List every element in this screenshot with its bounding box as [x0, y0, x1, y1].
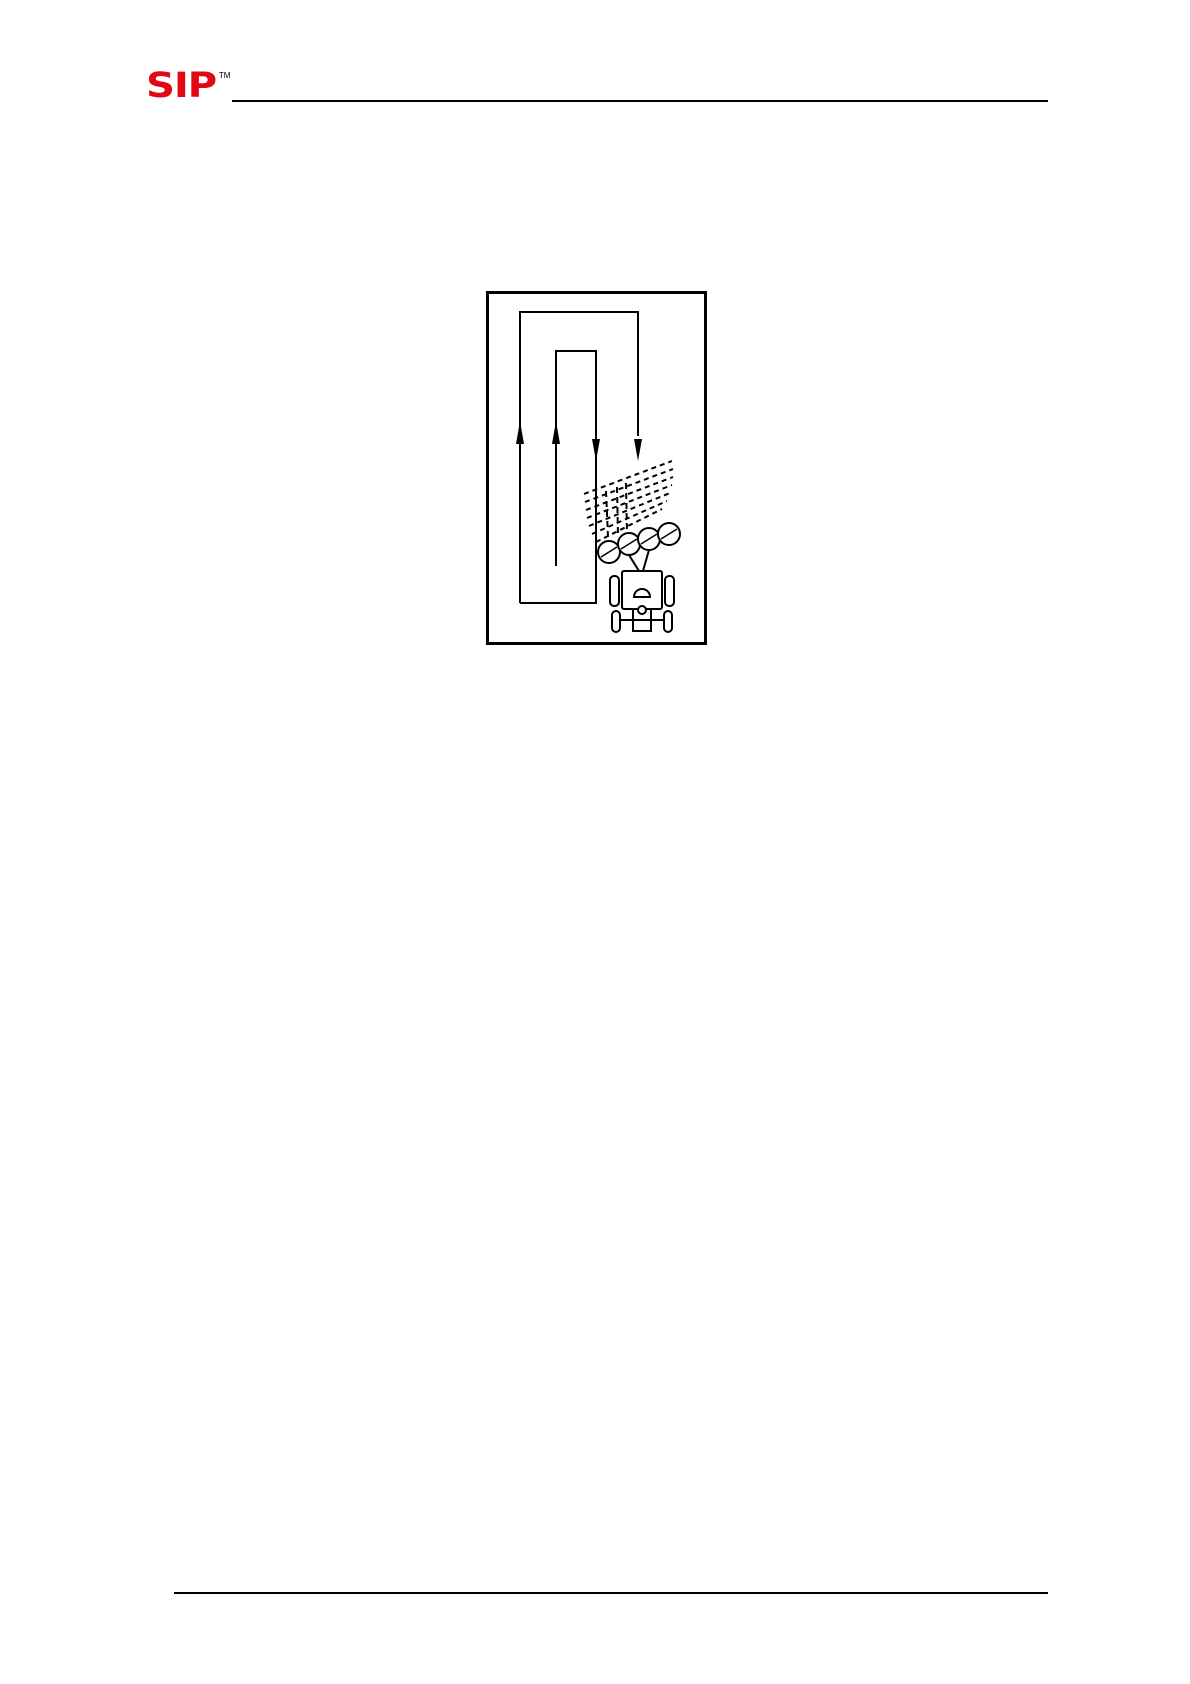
arrow-down-icon [634, 439, 642, 461]
spreader-discs [598, 523, 680, 563]
field-spreading-pattern-figure [486, 291, 707, 645]
tractor-spreading-illustration-icon [486, 291, 707, 645]
arrow-up-icon [516, 421, 524, 444]
inner-driving-path [520, 351, 596, 603]
outer-driving-path [520, 312, 638, 603]
arrow-down-icon [592, 439, 600, 461]
tractor-icon [610, 571, 674, 632]
brand-logo-text: SIP [146, 68, 216, 104]
arrow-up-icon [552, 421, 560, 444]
trademark-symbol: TM [219, 71, 231, 81]
brand-logo: SIP TM [146, 68, 230, 108]
header-divider [232, 100, 1048, 102]
footer-divider [174, 1592, 1048, 1594]
